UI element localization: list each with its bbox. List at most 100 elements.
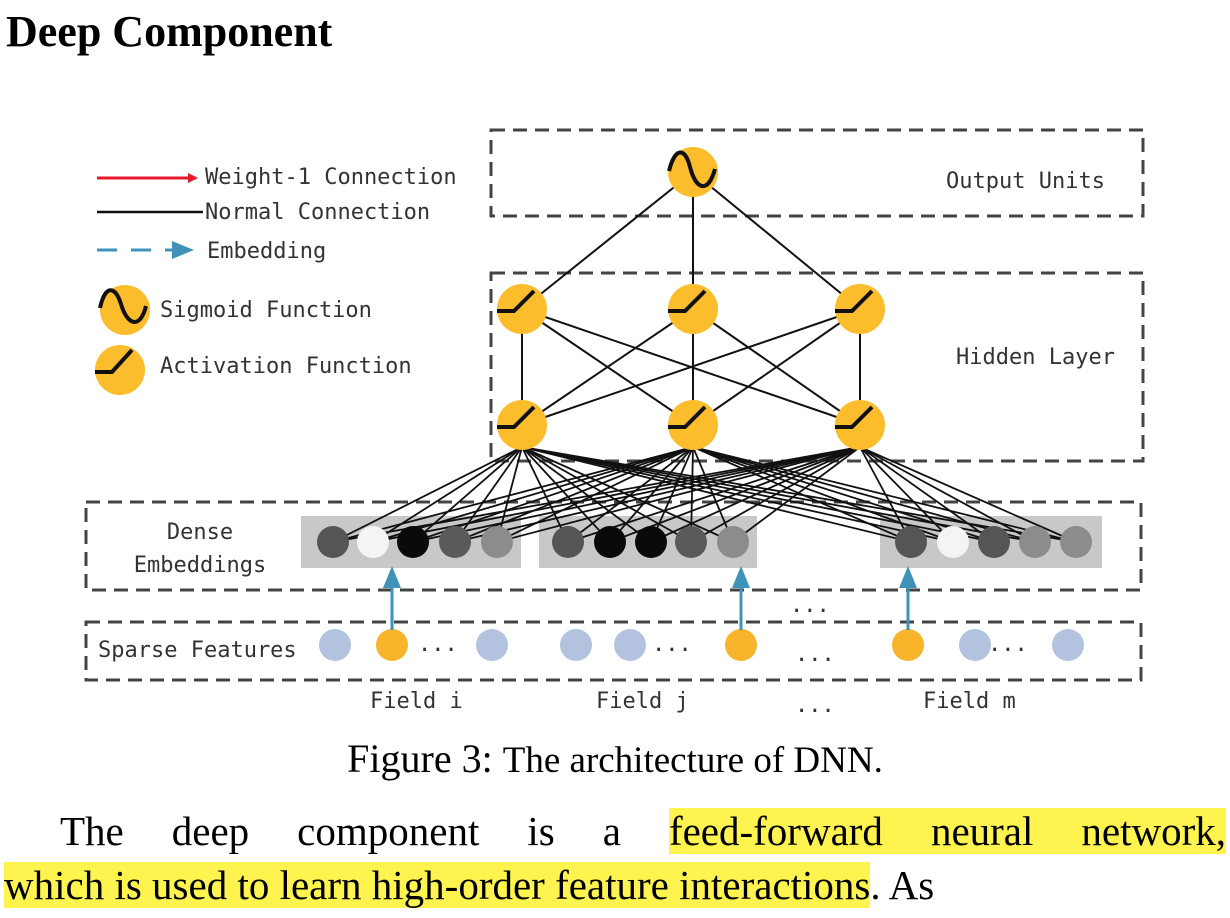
embedding-node bbox=[717, 526, 749, 558]
section-heading: Deep Component bbox=[6, 7, 333, 56]
legend-activation: Activation Function bbox=[160, 354, 412, 379]
normal-connection bbox=[521, 446, 692, 543]
field-m-label: Field m bbox=[923, 689, 1016, 714]
hidden-layer-label: Hidden Layer bbox=[956, 345, 1115, 370]
normal-connection bbox=[859, 446, 912, 543]
sparse-feature bbox=[319, 629, 351, 661]
sparse-feature bbox=[1052, 629, 1084, 661]
normal-connection bbox=[692, 446, 1036, 543]
normal-connection bbox=[650, 446, 861, 543]
normal-connection bbox=[650, 446, 694, 543]
normal-connection bbox=[412, 446, 861, 543]
legend-embedding: Embedding bbox=[207, 239, 326, 264]
sparse-feature bbox=[614, 629, 646, 661]
embedding-node bbox=[357, 526, 389, 558]
normal-connection bbox=[732, 446, 861, 543]
ellipsis: ... bbox=[418, 632, 458, 657]
normal-connection bbox=[521, 308, 694, 426]
activation-unit bbox=[835, 284, 885, 334]
output-units-box bbox=[489, 128, 1145, 218]
paragraph-line-2: which is used to learn high-order featur… bbox=[4, 861, 1226, 909]
ellipsis: ... bbox=[988, 632, 1028, 657]
figure-caption: Figure 3: The architecture of DNN. bbox=[0, 735, 1230, 782]
normal-connection bbox=[521, 171, 694, 310]
normal-connection bbox=[521, 446, 995, 543]
sparse-feature bbox=[476, 629, 508, 661]
field-j-label: Field j bbox=[596, 689, 689, 714]
embedding-node bbox=[594, 526, 626, 558]
normal-connection bbox=[496, 446, 861, 543]
normal-connection bbox=[521, 446, 1077, 543]
output-units-label: Output Units bbox=[946, 169, 1105, 194]
normal-connection bbox=[332, 446, 523, 543]
activation-unit bbox=[497, 284, 547, 334]
normal-connection bbox=[372, 446, 523, 543]
normal-connection bbox=[609, 446, 694, 543]
embedding-arrows bbox=[383, 566, 917, 630]
embedding-node bbox=[481, 526, 513, 558]
paragraph-text: The deep component is a bbox=[60, 808, 669, 854]
activation-unit bbox=[497, 400, 547, 450]
normal-connection bbox=[690, 446, 861, 543]
highlighted-text: feed-forward neural network, bbox=[668, 808, 1226, 854]
sigmoid-legend-icon bbox=[98, 285, 150, 335]
normal-connection bbox=[521, 308, 861, 426]
normal-connection bbox=[521, 446, 734, 543]
sparse-feature bbox=[959, 629, 991, 661]
embedding-nodes bbox=[317, 526, 1092, 558]
ellipsis: ... bbox=[652, 632, 692, 657]
sigmoid-output-unit bbox=[667, 147, 718, 197]
activation-unit bbox=[668, 400, 718, 450]
dnn-architecture-figure: Weight-1 Connection Normal Connection Em… bbox=[84, 128, 1145, 718]
legend-sigmoid: Sigmoid Function bbox=[160, 298, 372, 323]
legend-normal-connection: Normal Connection bbox=[205, 200, 430, 225]
dense-embeddings-label-1: Dense bbox=[167, 520, 233, 545]
normal-connection bbox=[692, 171, 861, 310]
embedding-node bbox=[635, 526, 667, 558]
normal-connection bbox=[692, 446, 912, 543]
embedding-node bbox=[675, 526, 707, 558]
embedding-node bbox=[895, 526, 927, 558]
normal-connection bbox=[567, 446, 694, 543]
highlighted-text: which is used to learn high-order featur… bbox=[4, 862, 871, 908]
normal-connection bbox=[454, 446, 694, 543]
legend: Weight-1 Connection Normal Connection Em… bbox=[95, 165, 457, 395]
normal-connection bbox=[521, 446, 1036, 543]
embedding-node bbox=[978, 526, 1010, 558]
ellipsis: ... bbox=[790, 593, 830, 618]
embedding-node bbox=[552, 526, 584, 558]
embedding-node bbox=[397, 526, 429, 558]
normal-connection bbox=[372, 446, 694, 543]
normal-connection bbox=[567, 446, 861, 543]
normal-connection bbox=[521, 446, 611, 543]
normal-connection bbox=[692, 446, 995, 543]
normal-connection bbox=[454, 446, 523, 543]
embedding-node bbox=[439, 526, 471, 558]
network-connections bbox=[332, 171, 1077, 543]
dense-embeddings-label-2: Embeddings bbox=[134, 553, 266, 578]
sparse-feature bbox=[560, 629, 592, 661]
ellipsis: ... bbox=[795, 693, 835, 718]
paragraph-text: . As bbox=[870, 862, 935, 908]
caption-text: The architecture of DNN. bbox=[502, 740, 883, 781]
normal-connection bbox=[859, 446, 1036, 543]
active-sparse-feature bbox=[376, 629, 408, 661]
normal-connection bbox=[332, 446, 861, 543]
embedding-node bbox=[317, 526, 349, 558]
normal-connection bbox=[412, 446, 523, 543]
field-i-label: Field i bbox=[370, 689, 463, 714]
normal-connection bbox=[412, 446, 694, 543]
embedding-node bbox=[1019, 526, 1051, 558]
normal-connection bbox=[692, 308, 861, 426]
normal-connection bbox=[521, 446, 652, 543]
activation-unit bbox=[668, 284, 718, 334]
network-units bbox=[497, 147, 885, 450]
embedding-node bbox=[1060, 526, 1092, 558]
legend-weight-connection: Weight-1 Connection bbox=[205, 165, 457, 190]
sparse-features-label: Sparse Features bbox=[98, 638, 297, 663]
normal-connection bbox=[859, 446, 954, 543]
normal-connection bbox=[454, 446, 861, 543]
ellipsis: ... bbox=[795, 642, 835, 667]
sparse-features-box bbox=[84, 620, 1143, 682]
normal-connection bbox=[859, 446, 995, 543]
